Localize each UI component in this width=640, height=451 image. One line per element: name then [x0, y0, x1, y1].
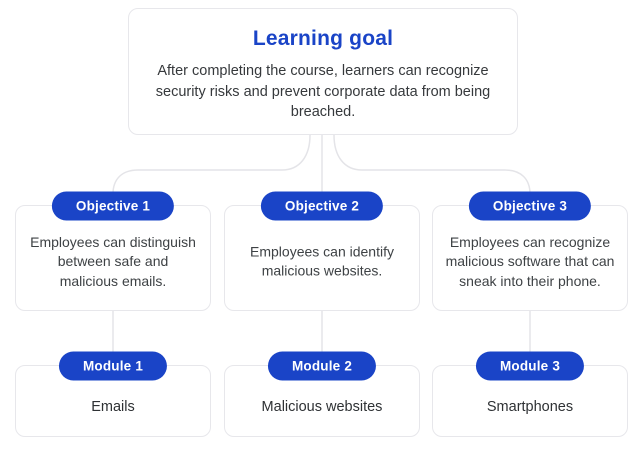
module-3-badge: Module 3: [475, 351, 585, 381]
objective-2-text: Employees can identify malicious website…: [250, 243, 394, 280]
connector-goal-objective3: [333, 134, 531, 195]
objective-2-badge: Objective 2: [260, 191, 384, 221]
objective-2-card: Objective 2 Employees can identify malic…: [224, 191, 420, 311]
module-3-card: Module 3 Smartphones: [432, 351, 628, 437]
connector-goal-objective1: [112, 134, 311, 195]
objective-3-text: Employees can recognize malicious softwa…: [445, 234, 615, 289]
module-2-text: Malicious websites: [261, 398, 383, 415]
objective-3-badge: Objective 3: [468, 191, 592, 221]
module-1-text: Emails: [91, 398, 135, 415]
objective-3-card: Objective 3 Employees can recognize mali…: [432, 191, 628, 311]
learning-goal-title: Learning goal: [252, 27, 394, 50]
objective-1-badge: Objective 1: [51, 191, 175, 221]
module-2-badge: Module 2: [267, 351, 377, 381]
learning-goal-card: Learning goal After completing the cours…: [128, 8, 518, 135]
objective-1-card: Objective 1 Employees can distinguish be…: [15, 191, 211, 311]
module-2-card: Module 2 Malicious websites: [224, 351, 420, 437]
learning-goal-text: After completing the course, learners ca…: [155, 63, 491, 121]
objective-1-text: Employees can distinguish between safe a…: [30, 234, 196, 289]
module-1-card: Module 1 Emails: [15, 351, 211, 437]
module-1-badge: Module 1: [58, 351, 168, 381]
module-3-text: Smartphones: [486, 398, 574, 415]
